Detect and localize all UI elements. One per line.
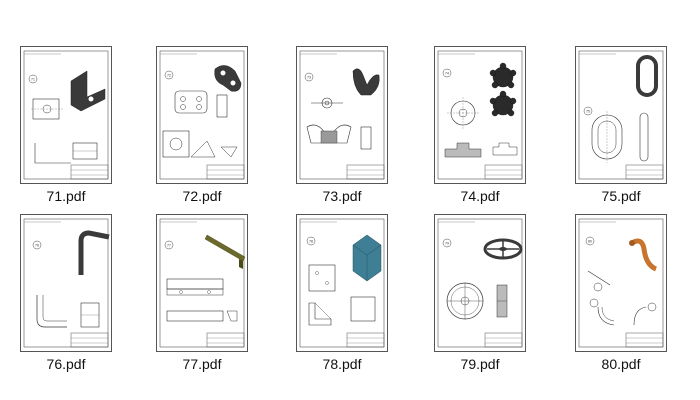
svg-text:72: 72 bbox=[167, 74, 171, 78]
drawing-sheet-icon: 80 bbox=[578, 218, 664, 348]
pdf-thumbnail[interactable]: 74 bbox=[434, 46, 526, 184]
svg-text:71: 71 bbox=[31, 78, 35, 82]
file-name[interactable]: 71.pdf bbox=[46, 188, 86, 204]
file-item-80[interactable]: 80 80.pdf bbox=[575, 214, 667, 380]
file-name[interactable]: 76.pdf bbox=[46, 356, 86, 372]
pdf-thumbnail[interactable]: 75 bbox=[575, 46, 667, 184]
svg-text:76: 76 bbox=[35, 244, 39, 248]
file-item-72[interactable]: 72 72.pdf bbox=[156, 46, 248, 212]
file-item-76[interactable]: 76 76.pdf bbox=[20, 214, 112, 380]
pdf-thumbnail[interactable]: 72 bbox=[156, 46, 248, 184]
file-name[interactable]: 75.pdf bbox=[601, 188, 641, 204]
file-name[interactable]: 80.pdf bbox=[601, 356, 641, 372]
drawing-sheet-icon: 71 bbox=[23, 50, 109, 180]
file-item-78[interactable]: 78 78.pdf bbox=[296, 214, 388, 380]
file-name[interactable]: 74.pdf bbox=[460, 188, 500, 204]
pdf-thumbnail[interactable]: 73 bbox=[296, 46, 388, 184]
drawing-sheet-icon: 79 bbox=[437, 218, 523, 348]
svg-text:80: 80 bbox=[588, 240, 592, 244]
pdf-thumbnail[interactable]: 76 bbox=[20, 214, 112, 352]
file-item-79[interactable]: 79 79.pdf bbox=[434, 214, 526, 380]
svg-text:75: 75 bbox=[586, 110, 590, 114]
file-name[interactable]: 73.pdf bbox=[322, 188, 362, 204]
file-name[interactable]: 78.pdf bbox=[322, 356, 362, 372]
file-name[interactable]: 77.pdf bbox=[182, 356, 222, 372]
svg-text:77: 77 bbox=[167, 244, 171, 248]
pdf-thumbnail[interactable]: 78 bbox=[296, 214, 388, 352]
pdf-thumbnail[interactable]: 71 bbox=[20, 46, 112, 184]
pdf-thumbnail[interactable]: 79 bbox=[434, 214, 526, 352]
drawing-sheet-icon: 77 bbox=[159, 218, 246, 348]
pdf-thumbnail[interactable]: 77 bbox=[156, 214, 248, 352]
pdf-thumbnail[interactable]: 80 bbox=[575, 214, 667, 352]
drawing-sheet-icon: 78 bbox=[299, 218, 385, 348]
file-item-75[interactable]: 75 75.pdf bbox=[575, 46, 667, 212]
drawing-sheet-icon: 76 bbox=[23, 218, 110, 348]
svg-text:78: 78 bbox=[309, 240, 313, 244]
file-item-71[interactable]: 71 71.pdf bbox=[20, 46, 112, 212]
file-item-74[interactable]: 74 74.pdf bbox=[434, 46, 526, 212]
drawing-sheet-icon: 73 bbox=[299, 50, 385, 180]
svg-text:79: 79 bbox=[445, 242, 449, 246]
drawing-sheet-icon: 75 bbox=[578, 50, 664, 180]
file-name[interactable]: 72.pdf bbox=[182, 188, 222, 204]
drawing-sheet-icon: 74 bbox=[437, 50, 523, 180]
drawing-sheet-icon: 72 bbox=[159, 50, 245, 180]
file-item-73[interactable]: 73 73.pdf bbox=[296, 46, 388, 212]
svg-text:74: 74 bbox=[445, 72, 449, 76]
file-name[interactable]: 79.pdf bbox=[460, 356, 500, 372]
svg-text:73: 73 bbox=[307, 76, 311, 80]
file-item-77[interactable]: 77 77.pdf bbox=[156, 214, 248, 380]
